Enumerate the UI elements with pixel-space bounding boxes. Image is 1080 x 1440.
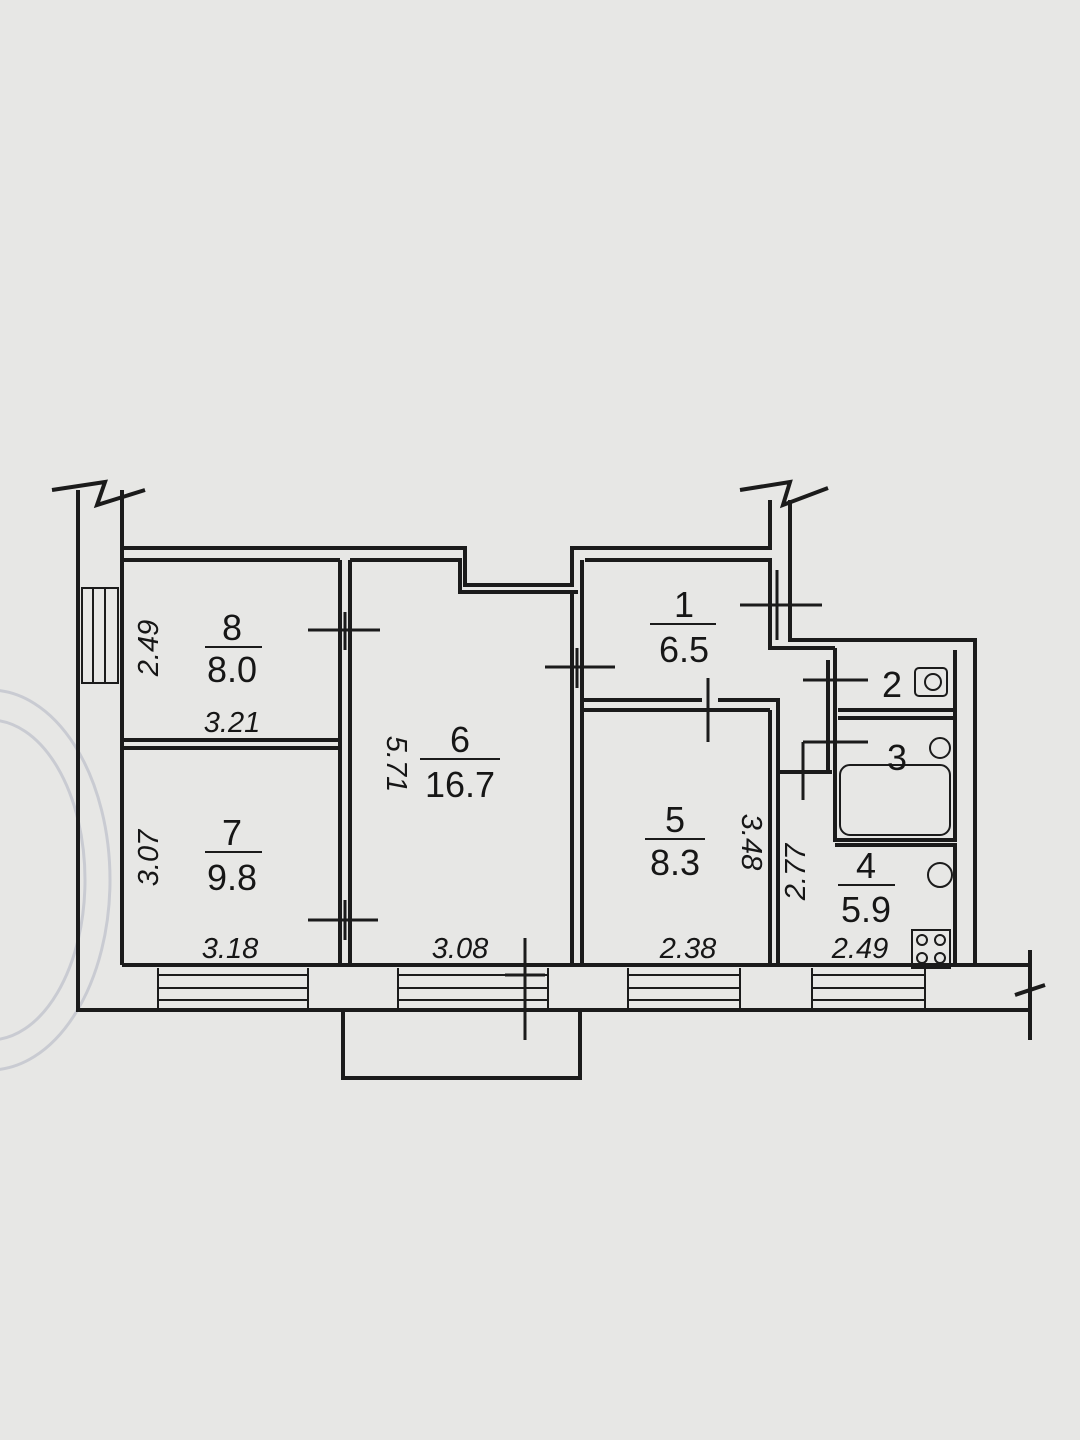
toilet-icon (914, 667, 948, 697)
door-marks (308, 570, 868, 1040)
dim-room5-width: 2.38 (659, 933, 716, 965)
dim-room4-width: 2.49 (831, 933, 888, 965)
room-area: 6.5 (659, 629, 709, 670)
room-2: 2 (882, 664, 902, 705)
walls (51, 479, 1046, 1080)
dim-room6-width: 3.08 (432, 933, 488, 965)
windows (81, 587, 926, 1008)
room-area: 5.9 (841, 889, 891, 930)
room-number: 2 (882, 664, 902, 705)
room-8: 8 8.0 (205, 607, 262, 690)
dim-room6-depth: 5.71 (380, 736, 412, 792)
room-area: 16.7 (425, 764, 495, 805)
dim-room7-width: 3.18 (202, 933, 258, 965)
stove-icon (911, 929, 951, 969)
room-7: 7 9.8 (205, 812, 262, 898)
room-6: 6 16.7 (420, 719, 500, 805)
room-3: 3 (887, 737, 907, 778)
sink-icon (927, 862, 953, 888)
dim-room7-depth: 3.07 (133, 828, 165, 886)
room-1: 1 6.5 (650, 584, 716, 670)
room-number: 4 (856, 845, 876, 886)
room-number: 5 (665, 799, 685, 840)
room-number: 6 (450, 719, 470, 760)
dim-room8-depth: 2.49 (133, 620, 165, 677)
faint-stamp (0, 689, 112, 1071)
room-5: 5 8.3 (645, 799, 705, 883)
room-area: 8.0 (207, 649, 257, 690)
room-number: 7 (222, 812, 242, 853)
room-area: 8.3 (650, 842, 700, 883)
room-area: 9.8 (207, 857, 257, 898)
dim-room5-depth: 3.48 (735, 814, 767, 870)
room-number: 1 (674, 584, 694, 625)
dimensions: 3.21 2.49 3.18 3.07 3.08 5.71 2.38 3.48 … (133, 620, 888, 965)
dim-room8-width: 3.21 (204, 707, 260, 739)
bathtub-icon (839, 737, 951, 836)
room-number: 3 (887, 737, 907, 778)
room-4: 4 5.9 (838, 845, 895, 930)
dim-room4-depth: 2.77 (780, 842, 812, 901)
room-number: 8 (222, 607, 242, 648)
